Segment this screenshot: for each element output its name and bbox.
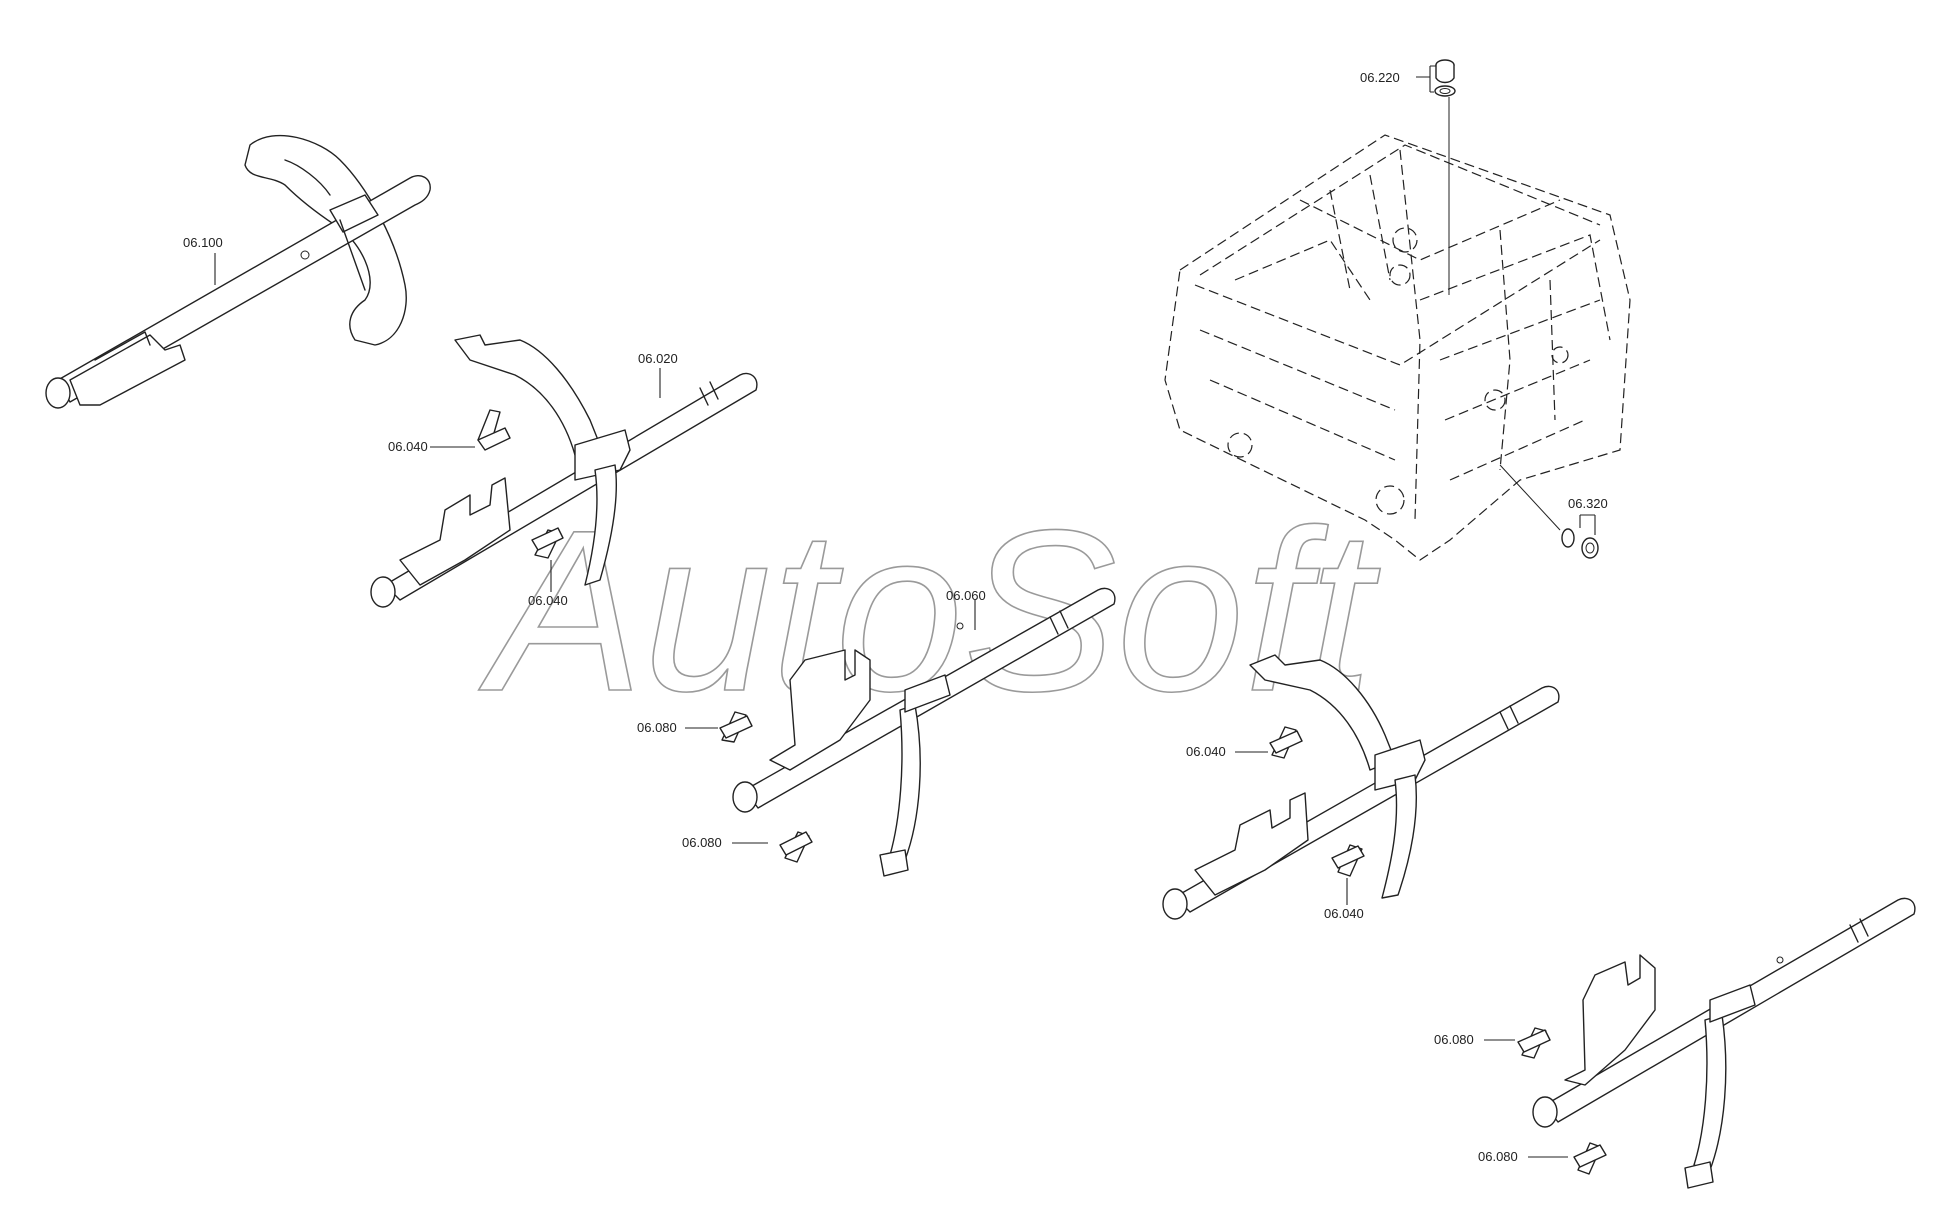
- t-bolt-06080-a: [719, 711, 753, 743]
- t-bolt-06040-b: [531, 527, 564, 559]
- label-06320: 06.320: [1568, 496, 1608, 511]
- leader-06320: [1579, 514, 1596, 535]
- t-bolt-06040-a: [477, 409, 511, 451]
- shift-rail-06080-right: [1532, 897, 1916, 1189]
- label-06040-c: 06.040: [1186, 744, 1226, 759]
- label-06040-b: 06.040: [528, 593, 568, 608]
- label-06100: 06.100: [183, 235, 223, 250]
- shift-rail-06060: [732, 587, 1116, 877]
- label-06080-b: 06.080: [682, 835, 722, 850]
- label-06080-a: 06.080: [637, 720, 677, 735]
- leader-06220: [1416, 65, 1436, 93]
- t-bolt-06040-c: [1269, 726, 1303, 759]
- t-bolt-06080-c: [1517, 1027, 1551, 1059]
- label-06220: 06.220: [1360, 70, 1400, 85]
- label-06060: 06.060: [946, 588, 986, 603]
- label-06040-a: 06.040: [388, 439, 428, 454]
- t-bolt-06080-d: [1573, 1142, 1607, 1175]
- label-06040-d: 06.040: [1324, 906, 1364, 921]
- label-06020: 06.020: [638, 351, 678, 366]
- label-06080-d: 06.080: [1478, 1149, 1518, 1164]
- gearbox-housing: [1164, 134, 1631, 561]
- plug-06220: [1434, 59, 1456, 295]
- label-06080-c: 06.080: [1434, 1032, 1474, 1047]
- screw-06320: [1499, 464, 1599, 559]
- t-bolt-06080-b: [779, 831, 813, 863]
- shift-rail-06040-right: [1162, 654, 1560, 920]
- shift-rail-06100: [45, 134, 431, 409]
- shift-rail-06020: [370, 334, 758, 608]
- t-bolt-06040-d: [1331, 844, 1365, 877]
